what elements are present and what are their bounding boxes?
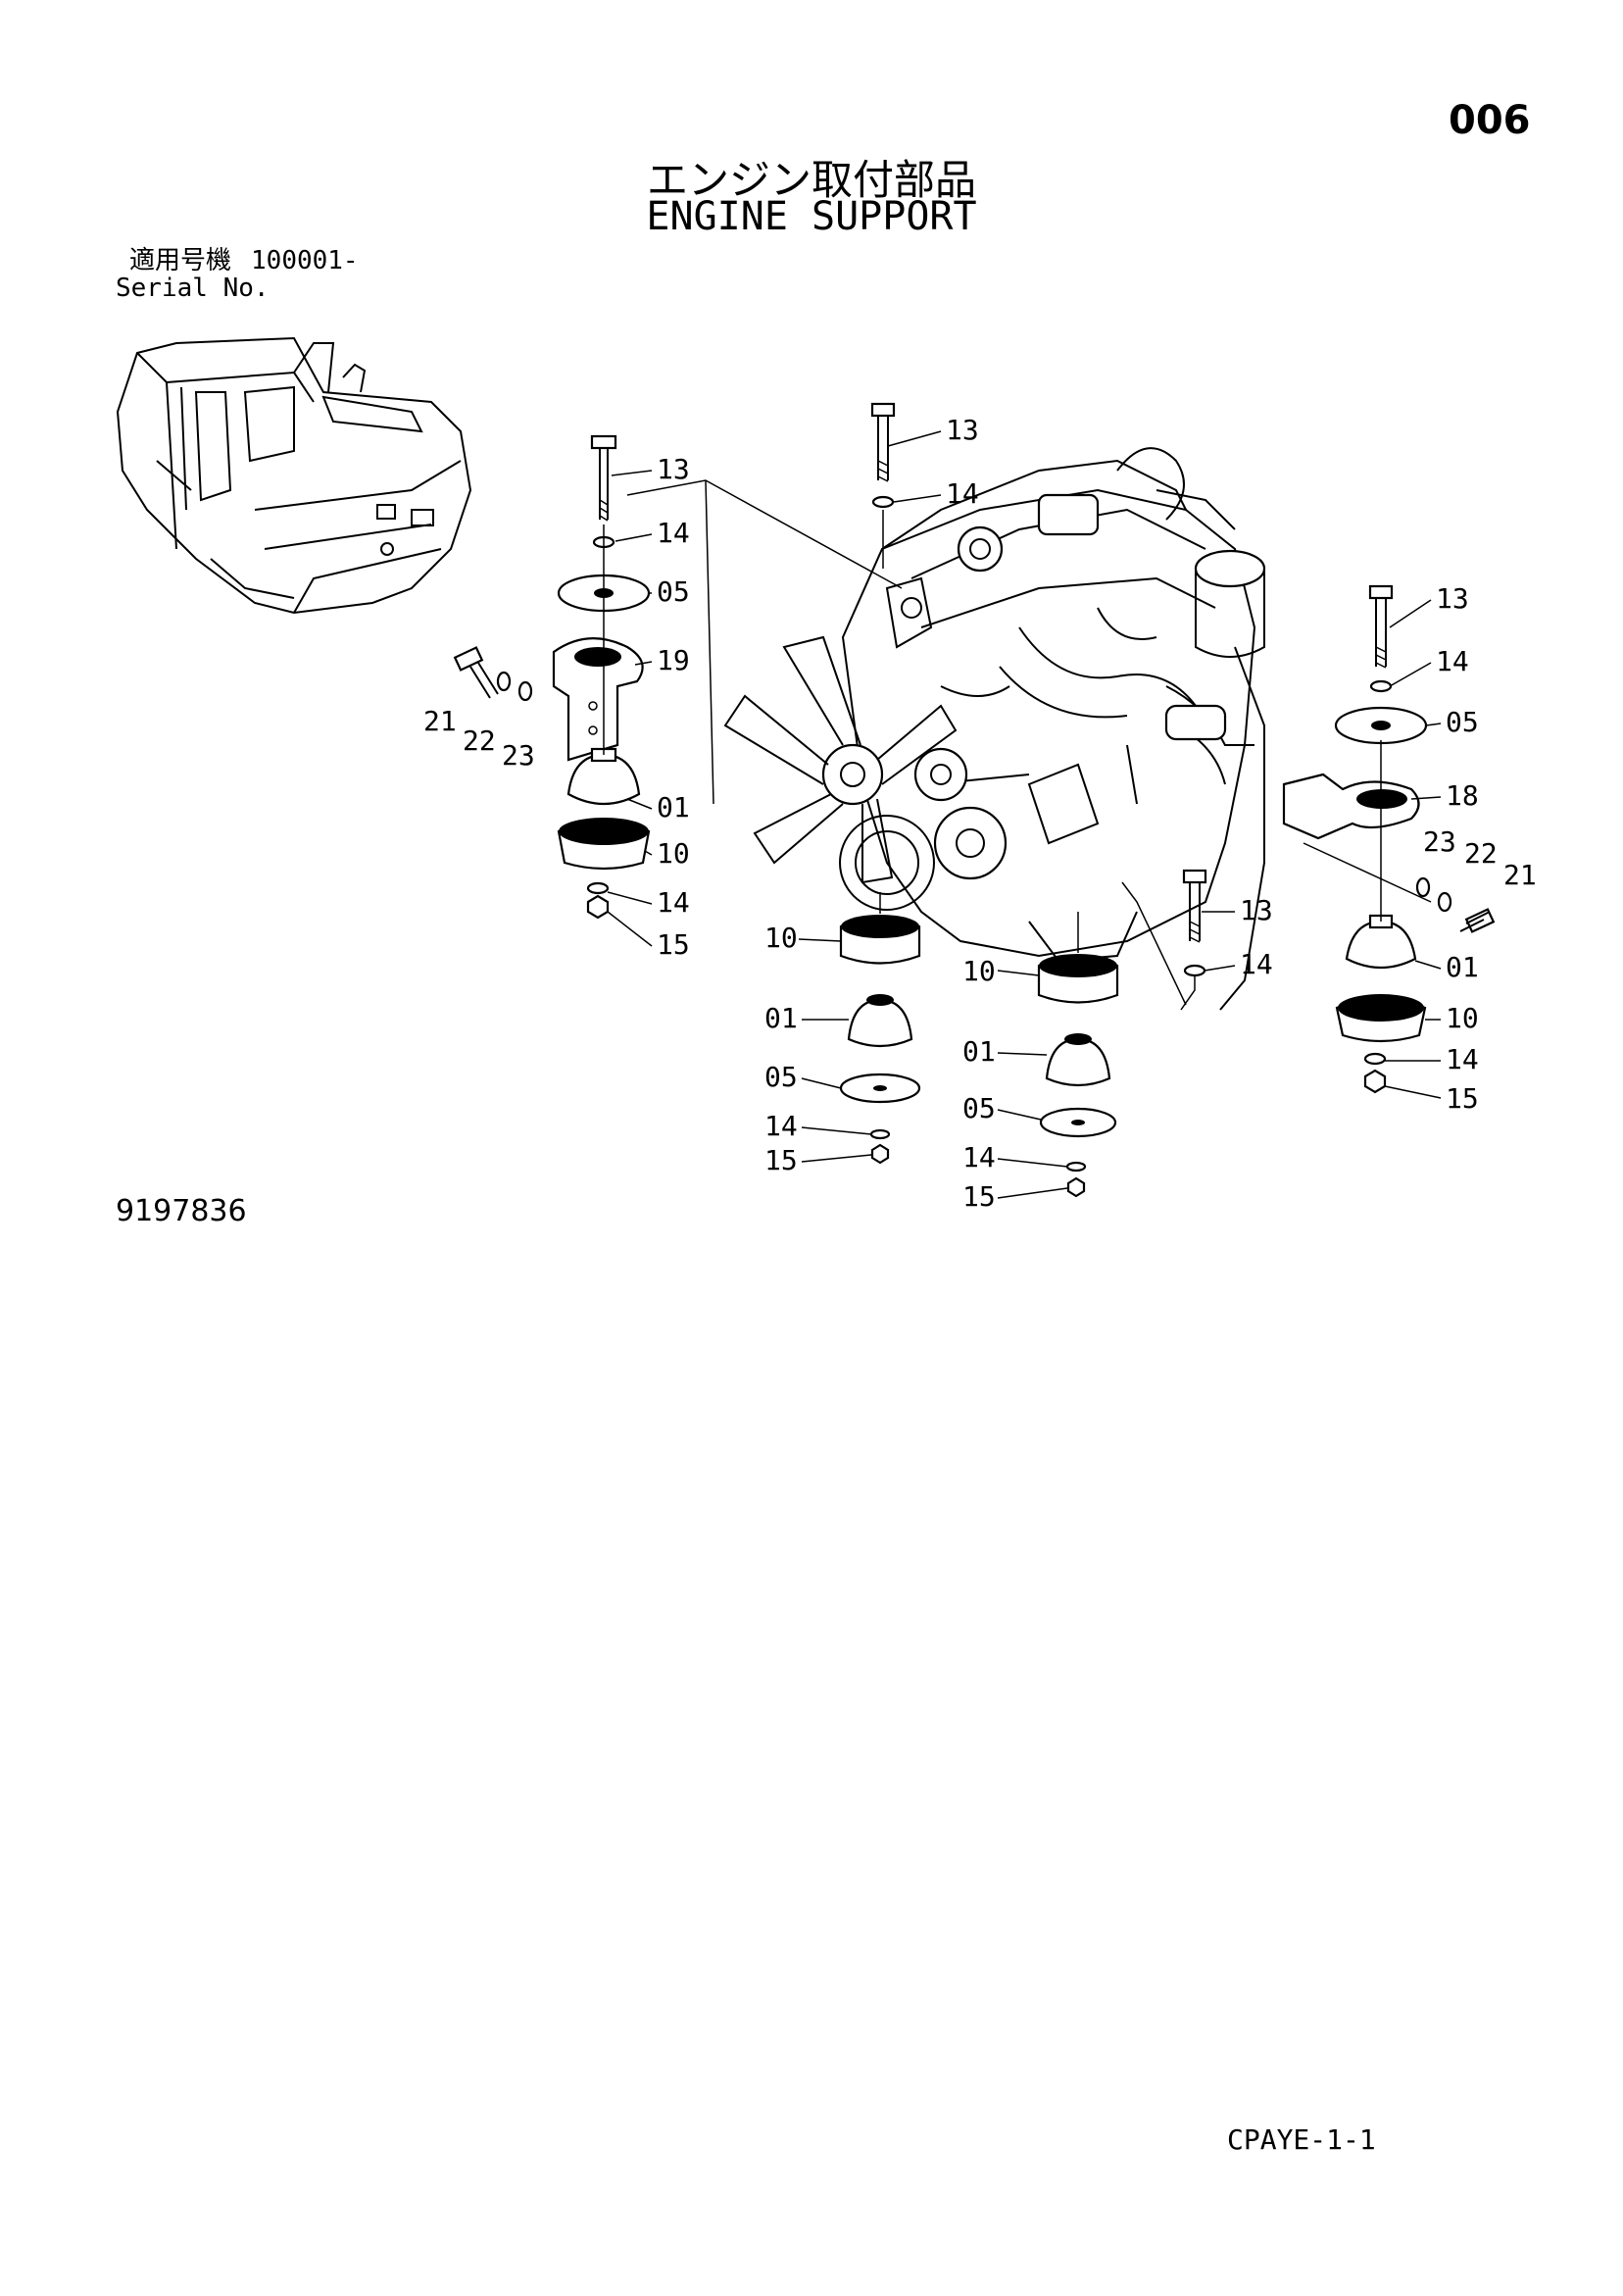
- callout-label: 05: [1446, 706, 1479, 738]
- callout-label: 15: [1446, 1082, 1479, 1115]
- page-title: ENGINE SUPPORT: [646, 194, 977, 239]
- page-number: 006: [1449, 98, 1531, 143]
- callout-label: 14: [764, 1110, 798, 1142]
- callout-label: 18: [1446, 779, 1479, 812]
- engine-assembly-sketch: [723, 447, 1266, 1011]
- callout-label: 05: [764, 1061, 798, 1093]
- callout-label: 14: [1436, 645, 1469, 677]
- page-title-japanese: エンジン取付部品: [646, 156, 976, 204]
- callout-label: 13: [1436, 582, 1469, 615]
- serial-block: 適用号機 100001- Serial No.: [116, 247, 359, 302]
- serial-label: Serial No.: [116, 274, 270, 303]
- callout-label: 15: [657, 928, 690, 961]
- callout-label: 10: [657, 837, 690, 870]
- callout-label: 13: [946, 414, 979, 446]
- callout-label: 14: [962, 1141, 996, 1173]
- callout-label: 23: [1423, 825, 1456, 858]
- callout-label: 14: [1240, 948, 1273, 980]
- callout-label: 15: [764, 1144, 798, 1176]
- callout-label: 22: [463, 724, 496, 757]
- callout-label: 05: [657, 575, 690, 608]
- callout-label: 14: [1446, 1043, 1479, 1075]
- drawing-number: 9197836: [116, 1194, 247, 1228]
- callout-label: 21: [1503, 859, 1537, 891]
- callout-label: 14: [657, 517, 690, 549]
- serial-value: 100001-: [251, 246, 359, 275]
- mount-stack-bottom-left: [839, 892, 921, 1165]
- callout-label: 13: [1240, 894, 1273, 926]
- leader-lines: [607, 430, 1442, 1199]
- mount-stack-right: [1282, 584, 1496, 1094]
- callout-label: 05: [962, 1092, 996, 1124]
- serial-label-japanese: 適用号機: [129, 246, 232, 275]
- callout-label: 10: [962, 955, 996, 987]
- callout-label: 14: [657, 886, 690, 919]
- callout-label: 22: [1464, 837, 1498, 870]
- callout-label: 10: [764, 922, 798, 954]
- mount-stack-mid-right: [1121, 869, 1207, 1011]
- callout-labels: 13 14 05 19 21 22 23 01 10 14 15 13 14 1…: [423, 414, 1537, 1213]
- callout-label: 01: [657, 791, 690, 824]
- mount-stack-left: [453, 434, 903, 920]
- callout-label: 01: [962, 1035, 996, 1068]
- mount-stack-bottom-center: [1037, 912, 1119, 1198]
- excavator-overview-sketch: [116, 336, 472, 615]
- callout-label: 01: [764, 1002, 798, 1034]
- mount-stack-top: [870, 402, 896, 569]
- sheet-code: CPAYE-1-1: [1227, 2123, 1376, 2156]
- callout-label: 19: [657, 644, 690, 676]
- callout-label: 21: [423, 705, 457, 737]
- callout-label: 13: [657, 453, 690, 485]
- callout-label: 10: [1446, 1002, 1479, 1034]
- callout-label: 15: [962, 1180, 996, 1213]
- callout-label: 01: [1446, 951, 1479, 983]
- callout-label: 14: [946, 477, 979, 510]
- callout-label: 23: [502, 739, 535, 772]
